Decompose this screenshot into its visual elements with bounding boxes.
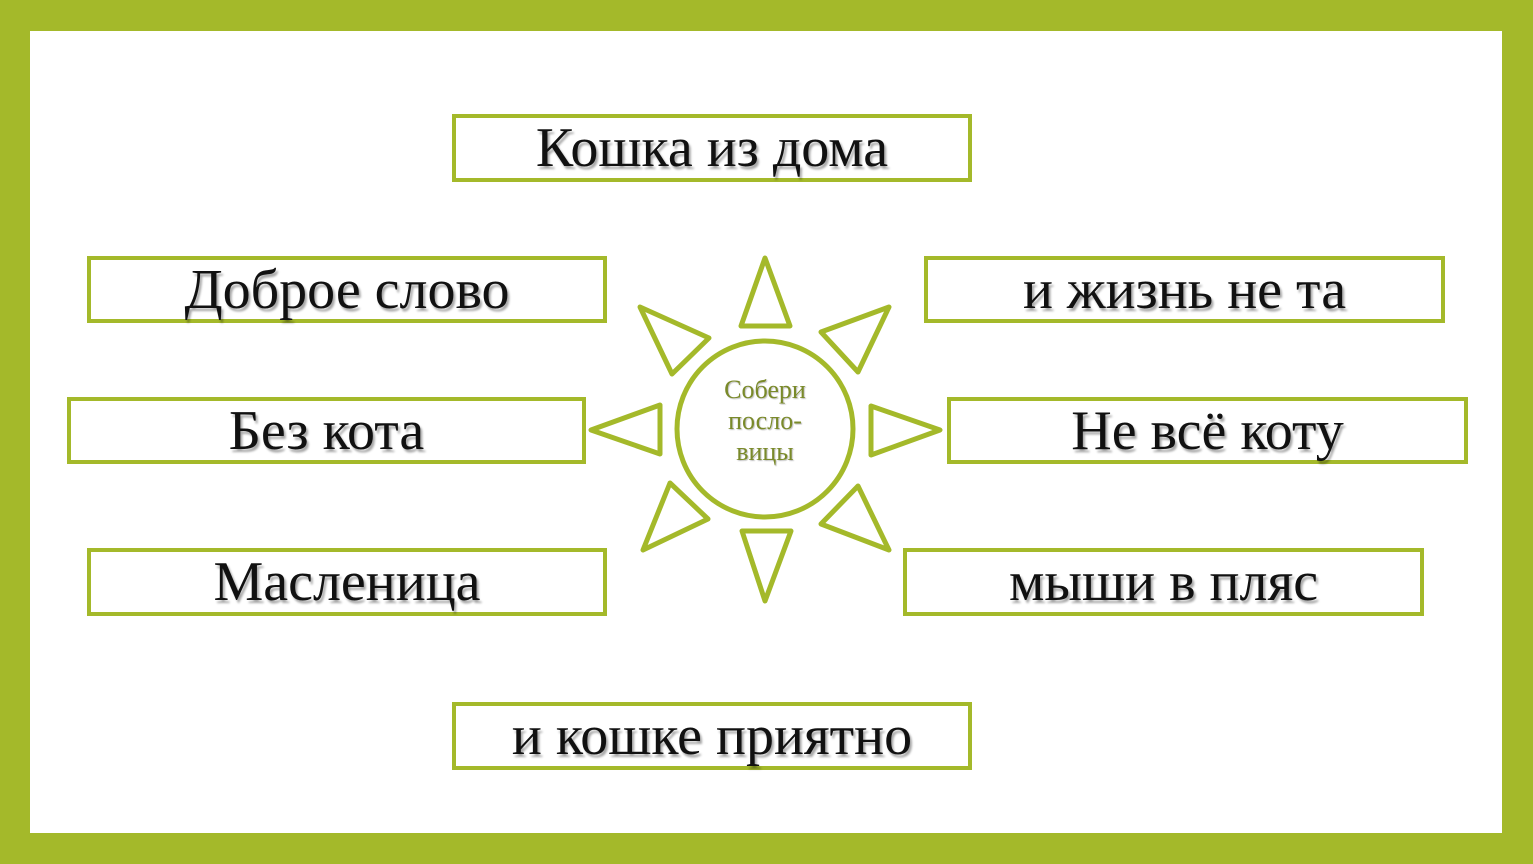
proverb-text: мыши в пляс [1008,551,1319,613]
proverb-text: Доброе слово [184,258,510,321]
proverb-box-right-3[interactable]: мыши в пляс [903,548,1424,616]
proverb-text: Кошка из дома [535,117,889,179]
proverb-text: Не всё коту [1071,399,1344,462]
proverb-box-top[interactable]: Кошка из дома [452,114,972,182]
proverb-box-left-2[interactable]: Без кота [67,397,586,464]
center-label-line: Собери [724,375,806,404]
center-label-line: посло- [728,406,802,436]
center-label-line: вицы [736,437,794,467]
proverb-box-right-1[interactable]: и жизнь не та [924,256,1445,323]
proverb-text: Без кота [228,399,425,462]
proverb-text: и жизнь не та [1022,258,1347,321]
proverb-text: и кошке приятно [511,705,913,767]
center-label: Собери посло- вицы [690,374,840,468]
proverb-box-left-1[interactable]: Доброе слово [87,256,607,323]
proverb-box-left-3[interactable]: Масленица [87,548,607,616]
proverb-text: Масленица [213,551,481,613]
proverb-box-right-2[interactable]: Не всё коту [947,397,1468,464]
proverb-box-bottom[interactable]: и кошке приятно [452,702,972,770]
